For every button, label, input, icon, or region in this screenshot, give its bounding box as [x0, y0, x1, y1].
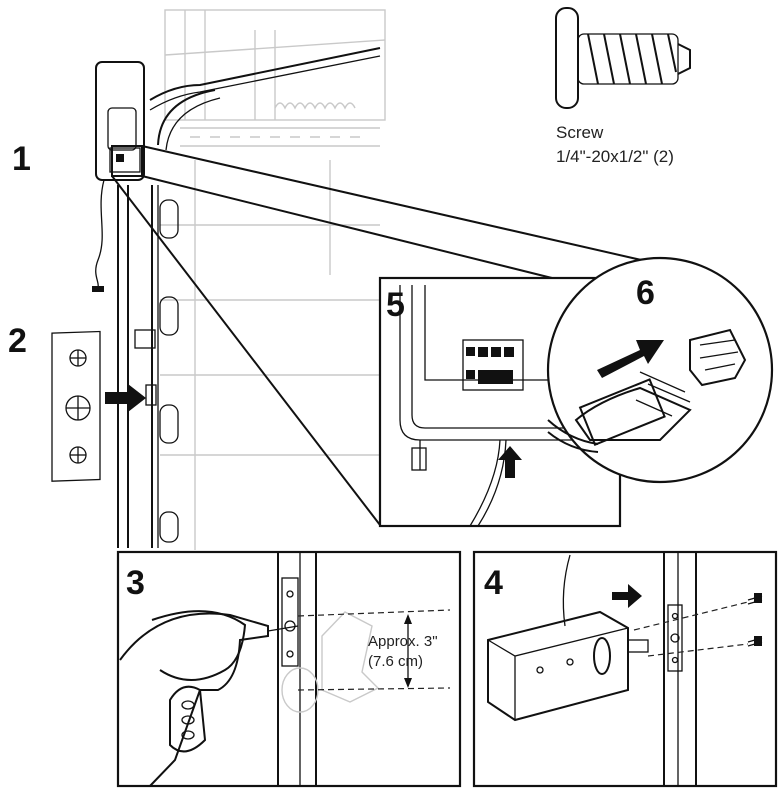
- screw-illustration: [555, 7, 691, 109]
- measurement-line2: (7.6 cm): [368, 653, 423, 670]
- callout-lines: [111, 145, 651, 526]
- step-number-2: 2: [8, 322, 27, 360]
- measurement-line1: Approx. 3": [368, 633, 438, 650]
- step-number-4: 4: [484, 564, 503, 602]
- step2-template: [51, 330, 101, 482]
- step-number-1: 1: [12, 140, 31, 178]
- garage-background: [160, 9, 386, 550]
- garage-door-opener: [92, 47, 381, 292]
- door-track: [117, 185, 179, 548]
- step6-inset: [546, 256, 774, 484]
- screw-spec: 1/4"-20x1/2" (2): [556, 147, 674, 166]
- step3-panel: [116, 550, 462, 788]
- step-number-5: 5: [386, 286, 405, 324]
- arrow-up-icon: [498, 446, 522, 478]
- roller: [159, 199, 179, 543]
- step4-panel: [472, 550, 778, 788]
- step-number-3: 3: [126, 564, 145, 602]
- screw-name: Screw: [556, 123, 604, 142]
- arrow-right-icon: [597, 340, 664, 378]
- arrow-right-icon: [612, 584, 642, 608]
- arrow-right-icon: [105, 384, 146, 412]
- step-number-6: 6: [636, 274, 655, 312]
